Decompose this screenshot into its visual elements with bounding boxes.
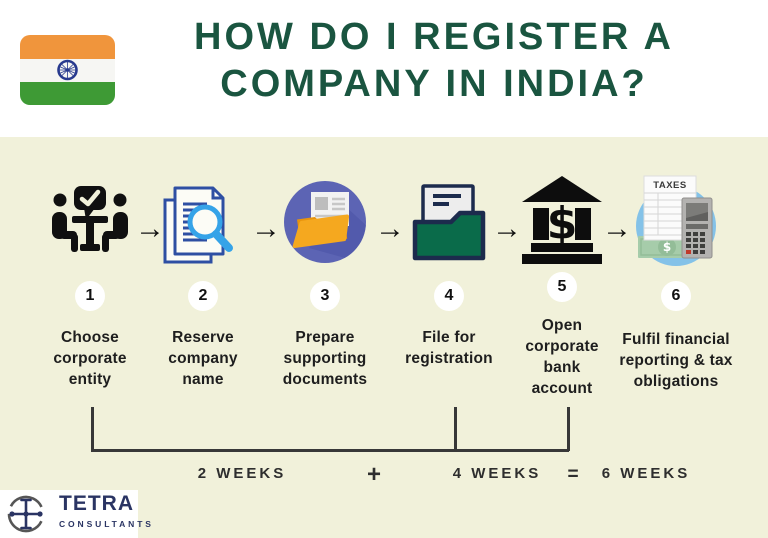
arrow-icon: →	[492, 212, 522, 245]
timeline-right-tick	[567, 407, 570, 451]
document-search-icon	[163, 186, 233, 264]
arrow-icon: →	[602, 212, 632, 245]
brand-subtitle: CONSULTANTS	[59, 519, 154, 529]
step-number-badge: 4	[434, 281, 464, 311]
money-dollar-symbol: $	[663, 240, 671, 254]
dollar-symbol: $	[547, 198, 578, 249]
registration-folder-icon	[412, 184, 486, 261]
india-flag-icon	[20, 35, 115, 105]
step-number-badge: 6	[661, 281, 691, 311]
step-label: Reserve company name	[168, 329, 238, 388]
arrow-icon: →	[375, 212, 405, 245]
taxes-label: TAXES	[653, 180, 686, 191]
tetra-logo-mark-icon	[7, 495, 45, 533]
tetra-consultants-logo	[0, 490, 138, 538]
timeline-baseline	[91, 449, 569, 452]
step-label: Fulfil financial reporting & tax obligat…	[619, 331, 733, 390]
step-number-badge: 2	[188, 281, 218, 311]
meeting-agreement-icon	[52, 186, 128, 252]
arrow-icon: →	[251, 212, 281, 245]
header: HOW DO I REGISTER A COMPANY IN INDIA?	[0, 0, 768, 137]
folder-documents-icon	[284, 181, 366, 263]
timeline-total-duration: 6 WEEKS	[601, 465, 691, 482]
equals-sign: =	[567, 464, 579, 485]
arrow-icon: →	[135, 212, 165, 245]
step-number-badge: 5	[547, 272, 577, 302]
timeline-first-duration: 2 WEEKS	[197, 465, 287, 482]
step-label: Prepare supporting documents	[282, 329, 368, 388]
plus-sign: +	[366, 461, 381, 488]
step-label: File for registration	[405, 329, 493, 367]
step-label: Open corporate bank account	[525, 317, 599, 397]
timeline-second-duration: 4 WEEKS	[452, 465, 542, 482]
timeline-middle-tick	[454, 407, 457, 451]
page-title: HOW DO I REGISTER A COMPANY IN INDIA?	[194, 16, 674, 105]
step-label: Choose corporate entity	[53, 329, 127, 388]
step-number-badge: 1	[75, 281, 105, 311]
step-number-badge: 3	[310, 281, 340, 311]
brand-name: TETRA	[59, 492, 134, 515]
timeline-left-tick	[91, 407, 94, 451]
bank-icon: $	[522, 176, 602, 264]
taxes-calculator-icon: $ TAXES	[636, 175, 716, 266]
